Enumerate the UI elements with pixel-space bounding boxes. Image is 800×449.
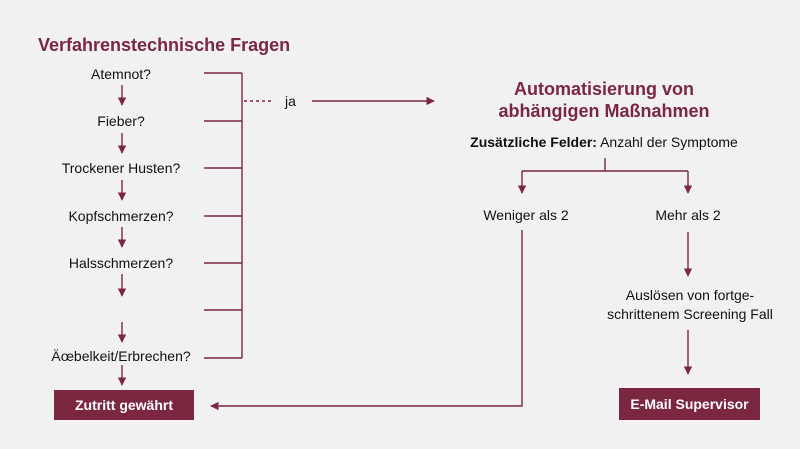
right-title-line1: Automatisierung von [513, 79, 695, 99]
question-nausea: Äœbelkeit/Erbrechen? [51, 348, 191, 364]
right-title-line2: abhängigen Maßnahmen [498, 101, 710, 121]
question-sore-throat: Halsschmerzen? [68, 255, 174, 271]
question-shortness-of-breath: Atemnot? [91, 66, 151, 82]
branch-more-than-2: Mehr als 2 [655, 207, 721, 223]
extra-fields-line: Zusätzliche Felder: Anzahl der Symptome [470, 134, 738, 150]
trigger-line1: Auslösen von fortge- [625, 287, 755, 303]
left-section-title: Verfahrenstechnische Fragen [38, 35, 291, 55]
access-granted-label: Zutritt gewährt [75, 397, 173, 413]
extra-fields-label: Zusätzliche Felder: [470, 134, 597, 150]
question-fever: Fieber? [97, 113, 145, 129]
arrow-less-to-access [210, 230, 523, 411]
branch-less-than-2: Weniger als 2 [483, 207, 569, 223]
extra-fields-value: Anzahl der Symptome [596, 134, 738, 150]
email-supervisor-label: E-Mail Supervisor [630, 396, 749, 412]
question-headache: Kopfschmerzen? [68, 208, 174, 224]
email-supervisor-box: E-Mail Supervisor [619, 388, 760, 420]
question-dry-cough: Trockener Husten? [61, 160, 181, 176]
yes-label: ja [285, 93, 296, 109]
trigger-line2: schrittenem Screening Fall [607, 306, 773, 322]
access-granted-box: Zutritt gewährt [54, 390, 194, 420]
